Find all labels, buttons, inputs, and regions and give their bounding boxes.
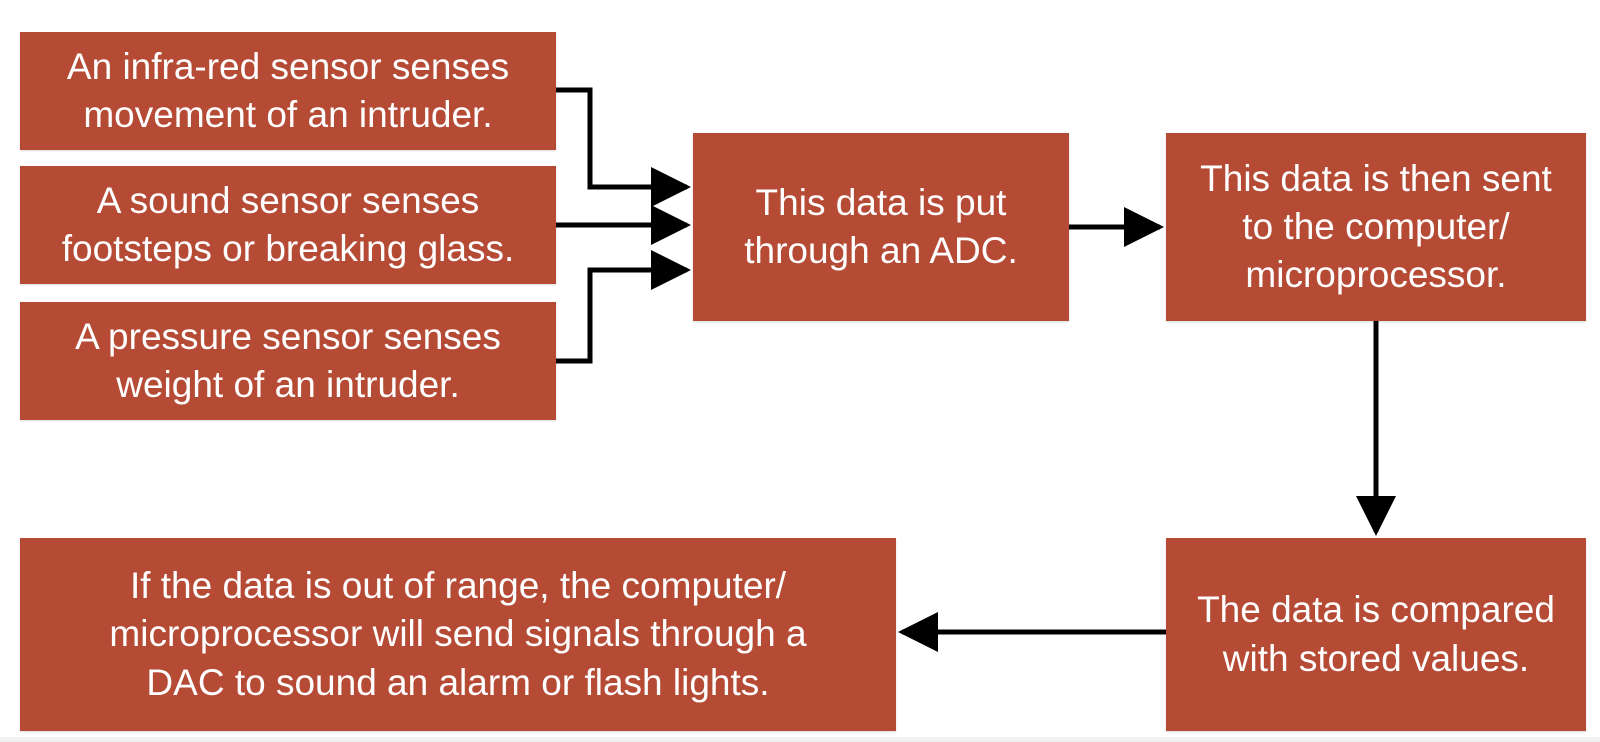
arrow-infrared-to-adc [556, 87, 692, 207]
infrared-sensor-box: An infra-red sensor senses movement of a… [20, 32, 556, 150]
adc-text: This data is put through an ADC. [744, 181, 1018, 271]
send-to-computer-text: This data is then sent to the computer/ … [1200, 157, 1552, 296]
arrow-pressure-to-adc [556, 250, 692, 364]
send-to-computer-box: This data is then sent to the computer/ … [1166, 133, 1586, 321]
sound-sensor-box: A sound sensor senses footsteps or break… [20, 166, 556, 284]
pressure-sensor-text: A pressure sensor senses weight of an in… [75, 315, 501, 405]
sound-sensor-text: A sound sensor senses footsteps or break… [61, 179, 515, 269]
pressure-sensor-box: A pressure sensor senses weight of an in… [20, 302, 556, 420]
alarm-output-text: If the data is out of range, the compute… [109, 565, 807, 703]
adc-box: This data is put through an ADC. [693, 133, 1069, 321]
infrared-sensor-text: An infra-red sensor senses movement of a… [66, 45, 510, 135]
bottom-strip [0, 737, 1600, 742]
compare-values-box: The data is compared with stored values. [1166, 538, 1586, 731]
alarm-output-box: If the data is out of range, the compute… [20, 538, 896, 731]
compare-values-text: The data is compared with stored values. [1197, 589, 1555, 679]
